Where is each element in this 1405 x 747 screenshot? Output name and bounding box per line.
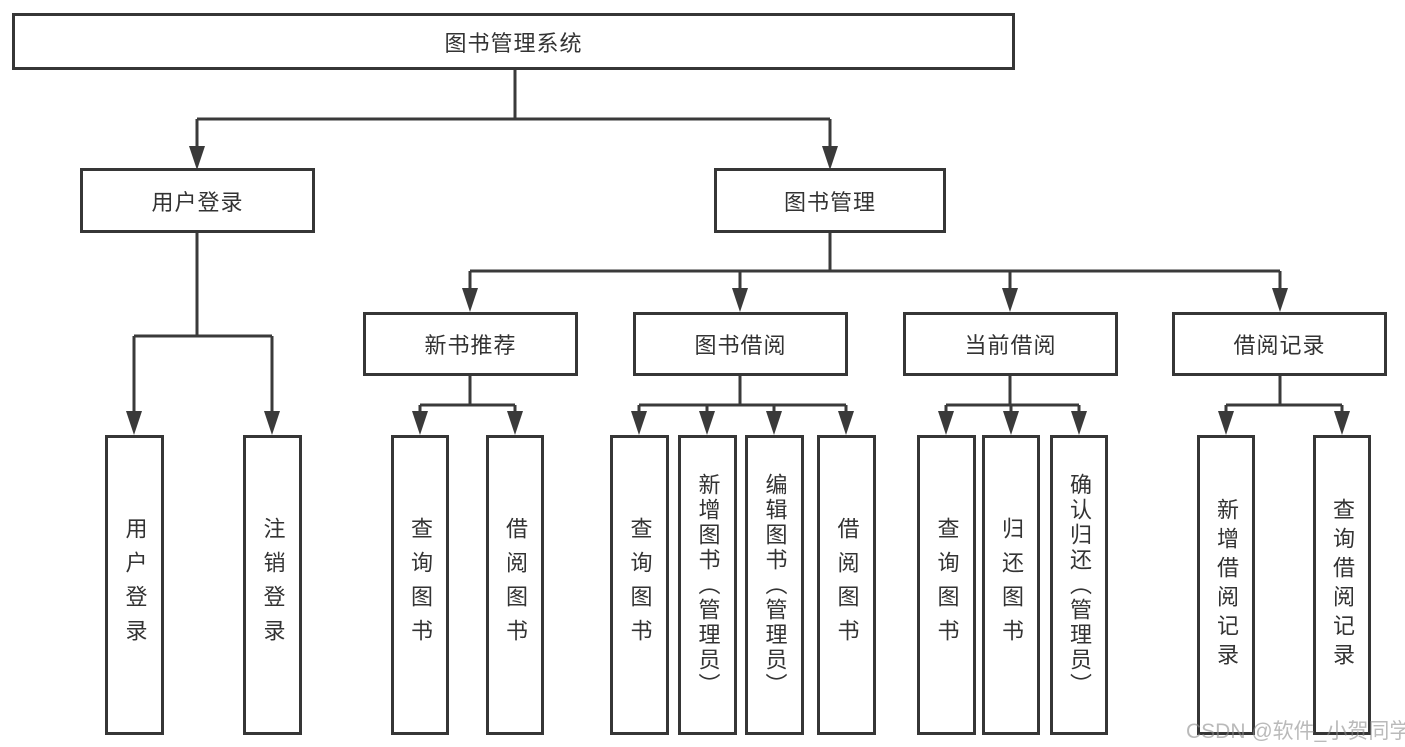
leaf-add-borrow-record: 新增借阅记录 — [1197, 435, 1255, 735]
leaf-query-books-recommend: 查询图书 — [391, 435, 449, 735]
leaf-confirm-return-admin: 确认归还（管理员） — [1050, 435, 1108, 735]
leaf-label: 归还图书 — [999, 517, 1024, 653]
leaf-label: 新增图书（管理员） — [695, 472, 721, 698]
arrowheads — [126, 146, 1350, 435]
leaf-add-books-admin: 新增图书（管理员） — [678, 435, 737, 735]
leaf-return-books: 归还图书 — [982, 435, 1040, 735]
node-borrow-records: 借阅记录 — [1172, 312, 1387, 376]
leaf-label: 查询图书 — [627, 517, 653, 653]
connector-book-management-to-level2 — [468, 233, 1282, 288]
connector-new-book-recommend-to-leaves — [418, 376, 517, 413]
leaf-label: 借阅图书 — [834, 517, 860, 653]
leaf-borrow-books: 借阅图书 — [817, 435, 876, 735]
csdn-watermark: CSDN @软件_小贺同学 — [1186, 720, 1405, 743]
node-book-management-branch: 图书管理 — [714, 168, 946, 233]
connector-book-borrow-to-leaves — [637, 376, 848, 413]
node-user-login-branch: 用户登录 — [80, 168, 315, 233]
leaf-label: 用户登录 — [122, 517, 148, 653]
leaf-label: 查询借阅记录 — [1330, 498, 1355, 672]
node-current-borrow: 当前借阅 — [903, 312, 1118, 376]
leaf-label: 确认归还（管理员） — [1067, 472, 1092, 698]
leaf-user-login: 用户登录 — [105, 435, 164, 735]
node-new-book-recommend: 新书推荐 — [363, 312, 578, 376]
leaf-query-borrow-record: 查询借阅记录 — [1313, 435, 1371, 735]
leaf-label: 编辑图书（管理员） — [762, 472, 788, 698]
connector-current-borrow-to-leaves — [944, 376, 1081, 413]
leaf-logout-login: 注销登录 — [243, 435, 302, 735]
leaf-edit-books-admin: 编辑图书（管理员） — [745, 435, 804, 735]
connector-borrow-records-to-leaves — [1224, 376, 1344, 413]
node-book-borrow: 图书借阅 — [633, 312, 848, 376]
leaf-label: 查询图书 — [934, 517, 960, 653]
node-root-library-management-system: 图书管理系统 — [12, 13, 1015, 70]
leaf-label: 注销登录 — [260, 517, 286, 653]
leaf-query-books-current: 查询图书 — [917, 435, 976, 735]
leaf-label: 新增借阅记录 — [1214, 498, 1239, 672]
leaf-label: 查询图书 — [408, 517, 433, 653]
leaf-query-books-borrow: 查询图书 — [610, 435, 669, 735]
connector-root-to-level1 — [195, 70, 832, 150]
connector-user-login-to-leaves — [132, 233, 274, 413]
leaf-label: 借阅图书 — [503, 517, 528, 653]
leaf-borrow-books-recommend: 借阅图书 — [486, 435, 544, 735]
